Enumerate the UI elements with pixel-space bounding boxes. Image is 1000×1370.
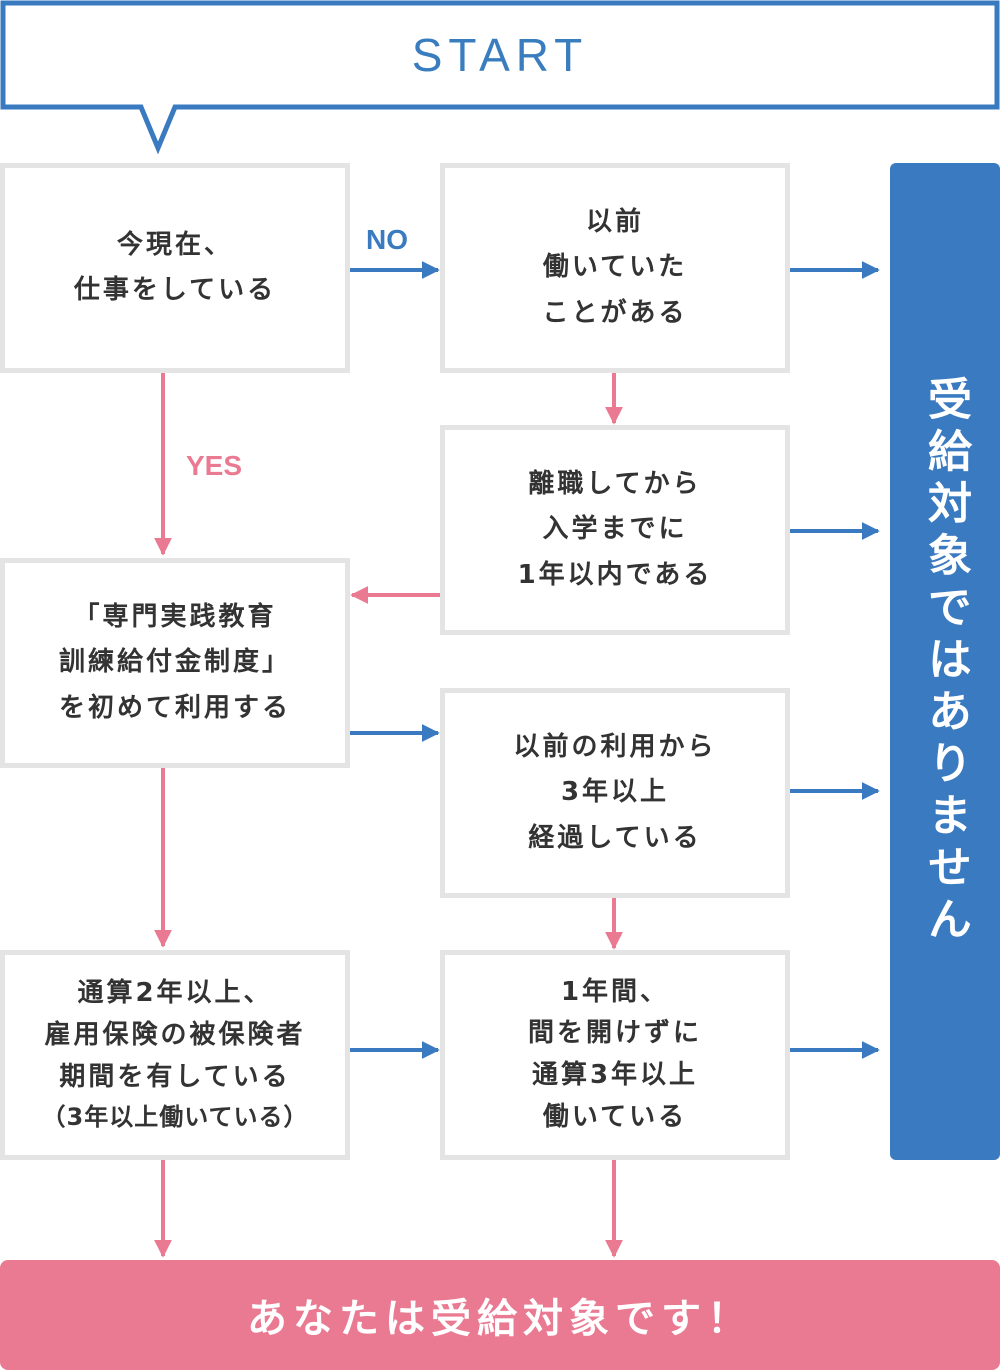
box-text: 以前 xyxy=(585,206,644,237)
box-text: 経過している xyxy=(528,822,702,853)
start-callout xyxy=(0,0,1000,155)
box-insured-two-years: 通算2年以上、 雇用保険の被保険者 期間を有している （3年以上働いている） xyxy=(0,950,350,1160)
box-text: 仕事をしている xyxy=(73,275,277,305)
box-text: （3年以上働いている） xyxy=(41,1103,309,1132)
box-first-use: 「専門実践教育 訓練給付金制度」 を初めて利用する xyxy=(0,558,350,768)
box-within-one-year: 離職してから 入学までに 1年以内である xyxy=(440,425,790,635)
box-text: 1年以内である xyxy=(517,559,713,590)
no-label: NO xyxy=(366,224,408,255)
box-text: ことがある xyxy=(542,297,688,328)
start-label: START xyxy=(411,29,589,81)
box-text: を初めて利用する xyxy=(58,692,291,723)
yes-label: YES xyxy=(186,450,243,481)
box-text: 3年以上 xyxy=(560,777,670,808)
not-eligible-text: 受給対象ではありません xyxy=(920,375,971,948)
box-worked-three-years: 1年間、 間を開けずに 通算3年以上 働いている xyxy=(440,950,790,1160)
box-text: 入学までに xyxy=(542,514,688,545)
eligible-result: あなたは受給対象です！ xyxy=(0,1260,1000,1370)
box-text: 通算3年以上 xyxy=(531,1060,699,1090)
box-text: 「専門実践教育 xyxy=(73,601,277,632)
box-text: 働いている xyxy=(542,1101,688,1132)
box-text: 今現在、 xyxy=(116,229,233,260)
box-text: 通算2年以上、 xyxy=(77,978,273,1009)
box-text: 離職してから xyxy=(528,468,702,499)
box-text: 訓練給付金制度」 xyxy=(58,647,291,678)
box-text: 以前の利用から xyxy=(513,731,717,762)
box-text: 雇用保険の被保険者 xyxy=(44,1020,306,1050)
box-text: 期間を有している xyxy=(59,1061,291,1092)
box-worked-before: 以前 働いていた ことがある xyxy=(440,163,790,373)
box-text: 1年間、 xyxy=(560,976,670,1007)
box-text: 間を開けずに xyxy=(527,1018,702,1049)
box-working-now: 今現在、 仕事をしている xyxy=(0,163,350,373)
box-text: 働いていた xyxy=(542,252,688,283)
box-three-years-since: 以前の利用から 3年以上 経過している xyxy=(440,688,790,898)
not-eligible-box: 受給対象ではありません xyxy=(890,163,1000,1160)
